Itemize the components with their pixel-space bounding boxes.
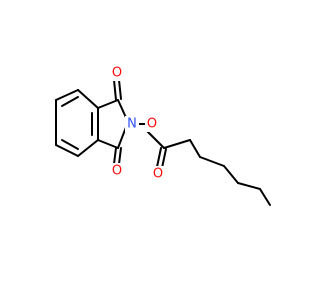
- bond-double: [113, 79, 117, 101]
- bond-double: [118, 147, 122, 165]
- benzene-ring: [55, 89, 99, 157]
- bond: [199, 156, 225, 167]
- bond: [259, 188, 271, 206]
- bond: [237, 182, 261, 190]
- bond: [145, 129, 165, 149]
- atom-label-oxygen-carbonyl: O: [151, 166, 165, 182]
- bond-inner: [61, 96, 79, 107]
- bond: [55, 89, 79, 101]
- nitrogen-label: N: [127, 117, 137, 132]
- oxygen-label: O: [112, 164, 122, 179]
- alkyl-chain: [189, 139, 271, 206]
- bond: [97, 99, 119, 109]
- imide-ring: [97, 79, 129, 165]
- bond-double: [118, 79, 122, 100]
- bond-double: [161, 148, 167, 169]
- bond-double: [113, 147, 117, 165]
- bond: [77, 89, 99, 109]
- ester-linkage: [132, 123, 191, 169]
- bond: [223, 165, 239, 184]
- atom-label-oxygen-bottom: O: [110, 163, 124, 179]
- oxygen-label: O: [153, 167, 163, 182]
- oxygen-label: O: [147, 117, 157, 132]
- atom-label-nitrogen: N: [125, 116, 139, 132]
- atom-label-oxygen-ester: O: [145, 116, 159, 132]
- oxygen-label: O: [112, 66, 122, 81]
- bond: [163, 139, 191, 149]
- bond: [189, 139, 201, 158]
- bond: [97, 139, 119, 149]
- bond: [55, 144, 79, 157]
- bond: [77, 139, 99, 157]
- molecule-structure-diagram: O N O O O: [55, 65, 271, 206]
- bond-inner: [61, 139, 79, 150]
- bond-double: [156, 147, 162, 168]
- atom-label-oxygen-top: O: [110, 65, 124, 81]
